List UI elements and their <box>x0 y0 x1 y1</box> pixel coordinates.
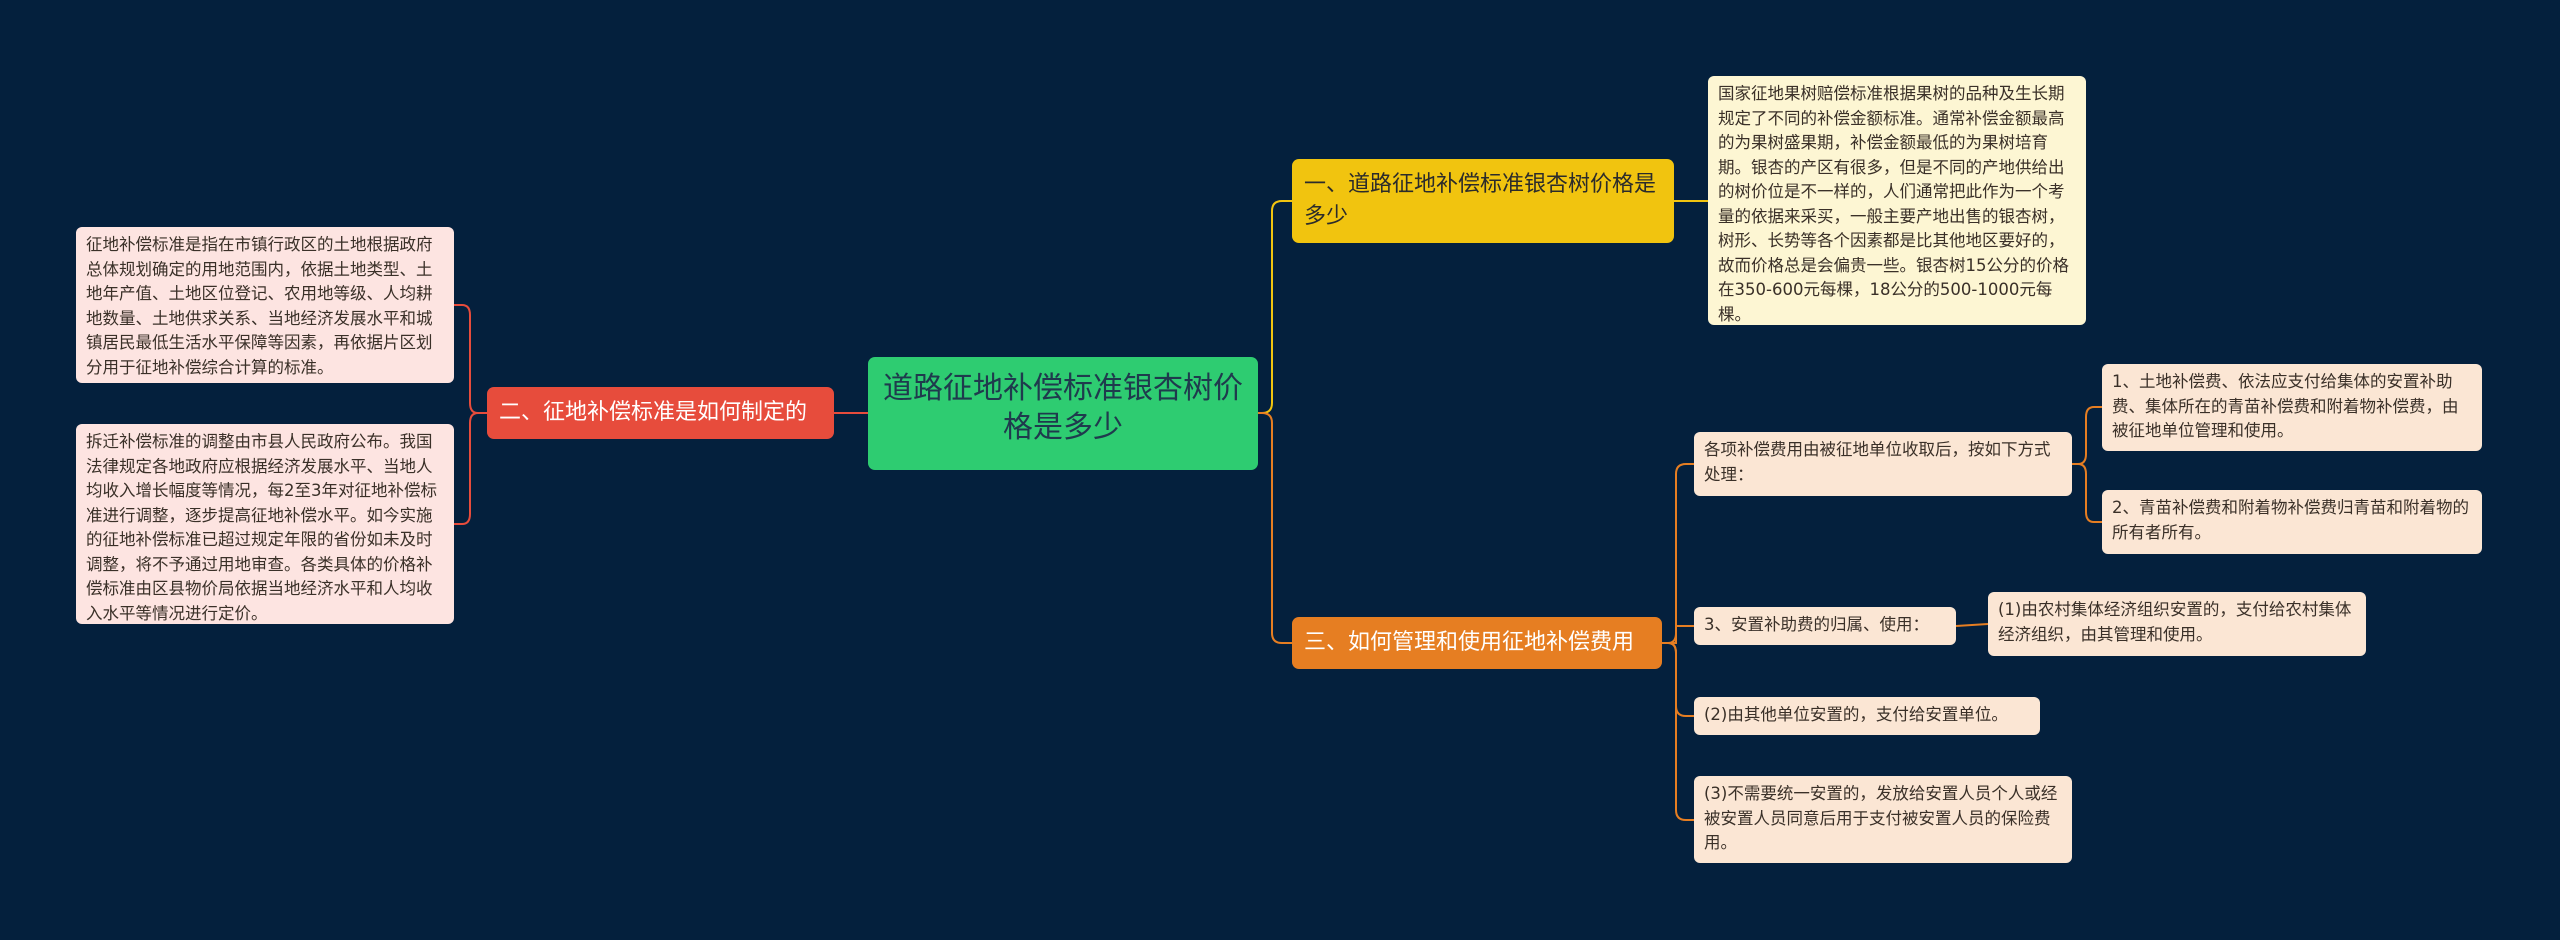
link-item-1-sub-1 <box>2072 406 2102 465</box>
link-root-branch-3 <box>1258 412 1292 644</box>
link-branch-2-detail-1 <box>454 304 487 414</box>
branch-1-detail[interactable]: 国家征地果树赔偿标准根据果树的品种及生长期规定了不同的补偿金额标准。通常补偿金额… <box>1708 76 2086 325</box>
branch-3-item-2[interactable]: 3、安置补助费的归属、使用： <box>1694 607 1956 645</box>
branch-1-topic[interactable]: 一、道路征地补偿标准银杏树价格是多少 <box>1292 159 1674 243</box>
link-item-2-sub-1 <box>1955 623 1989 627</box>
link-branch-2-detail-2 <box>454 412 487 525</box>
branch-3-item-3[interactable]: (2)由其他单位安置的，支付给安置单位。 <box>1694 697 2040 735</box>
branch-3-item-1[interactable]: 各项补偿费用由被征地单位收取后，按如下方式处理： <box>1694 432 2072 496</box>
branch-3-topic[interactable]: 三、如何管理和使用征地补偿费用 <box>1292 617 1662 669</box>
link-branch-3-item-2 <box>1662 625 1694 644</box>
root-topic[interactable]: 道路征地补偿标准银杏树价格是多少 <box>868 357 1258 470</box>
branch-3-item-1-sub-1[interactable]: 1、土地补偿费、依法应支付给集体的安置补助费、集体所在的青苗补偿费和附着物补偿费… <box>2102 364 2482 451</box>
branch-3-item-2-sub-1[interactable]: (1)由农村集体经济组织安置的，支付给农村集体经济组织，由其管理和使用。 <box>1988 592 2366 656</box>
branch-2-topic[interactable]: 二、征地补偿标准是如何制定的 <box>487 387 834 439</box>
link-item-1-sub-2 <box>2072 463 2102 523</box>
branch-2-detail-1[interactable]: 征地补偿标准是指在市镇行政区的土地根据政府总体规划确定的用地范围内，依据土地类型… <box>76 227 454 383</box>
branch-2-detail-2[interactable]: 拆迁补偿标准的调整由市县人民政府公布。我国法律规定各地政府应根据经济发展水平、当… <box>76 424 454 624</box>
link-branch-3-item-1 <box>1662 463 1694 644</box>
link-branch-3-item-3 <box>1662 642 1694 717</box>
link-root-branch-1 <box>1258 200 1292 414</box>
link-branch-3-item-4 <box>1662 642 1694 821</box>
branch-3-item-1-sub-2[interactable]: 2、青苗补偿费和附着物补偿费归青苗和附着物的所有者所有。 <box>2102 490 2482 554</box>
branch-3-item-4[interactable]: (3)不需要统一安置的，发放给安置人员个人或经被安置人员同意后用于支付被安置人员… <box>1694 776 2072 863</box>
